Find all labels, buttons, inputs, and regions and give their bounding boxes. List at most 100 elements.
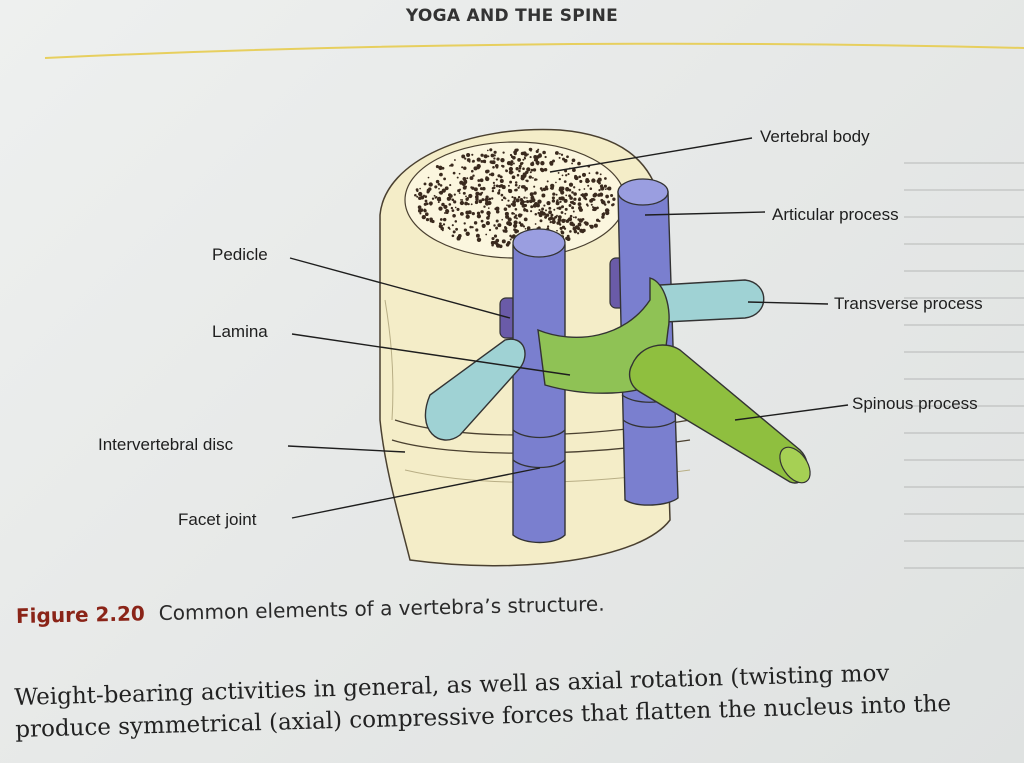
bone-pore-dot [572,201,576,206]
bone-pore-dot [450,206,454,210]
bone-pore-dot [438,191,441,194]
bone-pore-dot [457,189,461,193]
bone-pore-dot [540,161,545,166]
bone-pore-dot [520,185,525,189]
bone-pore-dot [552,159,555,163]
bone-pore-dot [545,187,549,191]
bone-pore-dot [598,219,601,223]
bone-pore-dot [600,198,604,202]
bone-pore-dot [507,221,513,227]
bone-pore-dot [558,156,561,159]
bone-pore-dot [564,212,567,215]
bone-pore-dot [511,212,514,215]
bone-pore-dot [439,173,442,177]
bone-pore-dot [551,199,556,203]
bone-pore-dot [453,159,456,161]
bone-pore-dot [558,215,562,219]
bone-pore-dot [526,153,529,156]
bone-pore-dot [515,167,519,171]
bone-pore-dot [581,193,584,195]
bone-pore-dot [485,201,488,204]
bone-pore-dot [538,153,542,157]
bone-pore-dot [572,210,575,213]
bone-pore-dot [415,188,419,192]
bone-pore-dot [561,205,564,209]
bone-pore-dot [477,179,481,182]
bone-pore-dot [451,198,455,202]
bone-pore-dot [537,199,542,204]
bone-pore-dot [476,157,481,162]
bone-pore-dot [526,167,531,172]
articular-rod-left [512,228,566,544]
bone-pore-dot [596,179,601,184]
leader-spinous-process [734,404,849,421]
bone-pore-dot [577,161,581,166]
bone-pore-dot [465,231,470,236]
bone-pore-dot [528,199,533,204]
bone-pore-dot [509,162,513,166]
bone-pore-dot [490,172,495,177]
bone-pore-dot [554,151,559,155]
bone-pore-dot [560,230,564,233]
bone-pore-dot [428,201,433,206]
bone-pore-dot [573,197,577,201]
bone-pore-dot [537,148,540,151]
bone-pore-dot [530,168,534,172]
cancellous-bone-texture [414,147,616,249]
bone-pore-dot [509,234,512,238]
bone-pore-dot [573,186,576,189]
bone-pore-dot [446,197,450,201]
bone-pore-dot [536,203,540,208]
bone-pore-dot [571,162,574,165]
bone-pore-dot [437,182,441,186]
bone-pore-dot [459,211,464,216]
bone-pore-dot [473,221,478,225]
bone-pore-dot [460,199,462,201]
bone-pore-dot [419,208,424,212]
bone-pore-dot [544,155,547,159]
bone-pore-dot [507,199,510,202]
bone-pore-dot [458,192,461,194]
bone-pore-dot [584,197,588,201]
bone-pore-dot [476,164,481,169]
bone-pore-dot [569,230,572,233]
bone-pore-dot [578,188,581,191]
bone-pore-dot [537,211,540,215]
bone-pore-dot [571,200,574,203]
bone-pore-dot [518,167,522,170]
bone-pore-dot [564,219,566,221]
bone-pore-dot [535,160,540,165]
bone-pore-dot [601,184,603,187]
bone-pore-dot [475,191,480,196]
bone-pore-dot [568,194,572,198]
bone-pore-dot [452,214,456,218]
bone-pore-dot [611,203,614,207]
bone-pore-dot [503,207,508,211]
bone-pore-dot [546,225,550,228]
bone-pore-dot [548,210,552,215]
bone-pore-dot [586,204,589,207]
bone-pore-dot [556,229,558,232]
leader-pedicle [289,257,511,319]
bone-pore-dot [572,216,575,219]
bone-pore-dot [518,221,522,225]
bone-pore-dot [526,179,529,183]
bone-pore-dot [463,166,467,170]
bone-pore-dot [596,206,599,210]
bone-pore-dot [419,212,422,215]
bone-pore-dot [523,156,526,159]
bone-pore-dot [513,223,518,228]
bone-pore-dot [501,218,504,221]
bone-pore-dot [426,190,430,194]
bone-pore-dot [555,200,559,203]
bone-pore-dot [572,168,576,172]
bone-pore-dot [556,214,558,217]
bone-pore-dot [456,207,460,211]
bone-pore-dot [464,157,467,160]
bone-pore-dot [577,202,582,207]
bone-pore-dot [589,187,593,190]
bone-pore-dot [560,186,565,191]
bone-pore-dot [431,197,435,200]
bone-pore-dot [489,148,493,152]
bone-pore-dot [452,230,456,234]
